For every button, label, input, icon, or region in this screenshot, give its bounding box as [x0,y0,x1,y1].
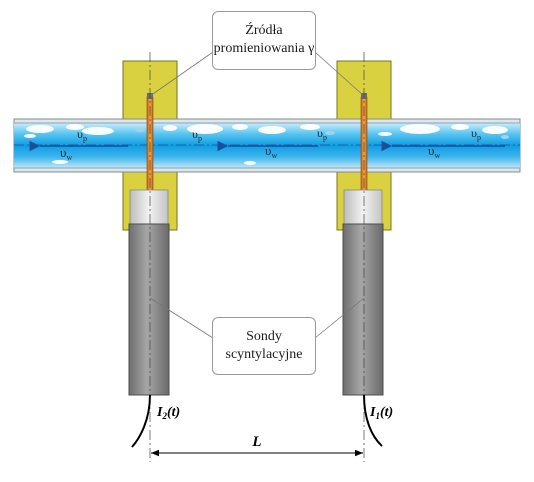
particle-velocity-label: υp [471,126,481,142]
right-crystal [343,189,383,225]
particles [24,124,508,165]
right-cable [363,394,383,447]
probes-callout: Sondy scyntylacyjne [212,317,316,375]
sources-callout-line2: promieniowania γ [213,41,315,56]
left-probe [128,223,170,396]
particle-velocity-label: υp [317,126,327,142]
probes-callout-line2: scyntylacyjne [225,347,303,362]
probes-leader-left [149,297,214,339]
signal-label-left: I2(t) [156,405,180,421]
sources-leader-right [314,51,365,97]
water-velocity-label: υw [265,143,277,160]
signal-label-right: I1(t) [369,405,393,421]
particle-velocity-label: υp [192,127,202,143]
sources-leader-left [149,51,214,97]
sources-callout-line1: Źródła [245,23,283,38]
water-velocity-label: υw [428,143,440,160]
distance-label: L [251,434,261,450]
left-cable [131,394,151,448]
probes-callout-line1: Sondy [246,329,282,344]
particle-velocity-label: υp [77,127,87,143]
left-crystal [129,189,169,225]
right-probe [342,223,384,396]
sources-callout: Źródła promieniowania γ [212,11,316,70]
pipe [13,118,521,173]
water-velocity-label: υw [60,145,72,162]
probes-leader-right [314,297,365,339]
